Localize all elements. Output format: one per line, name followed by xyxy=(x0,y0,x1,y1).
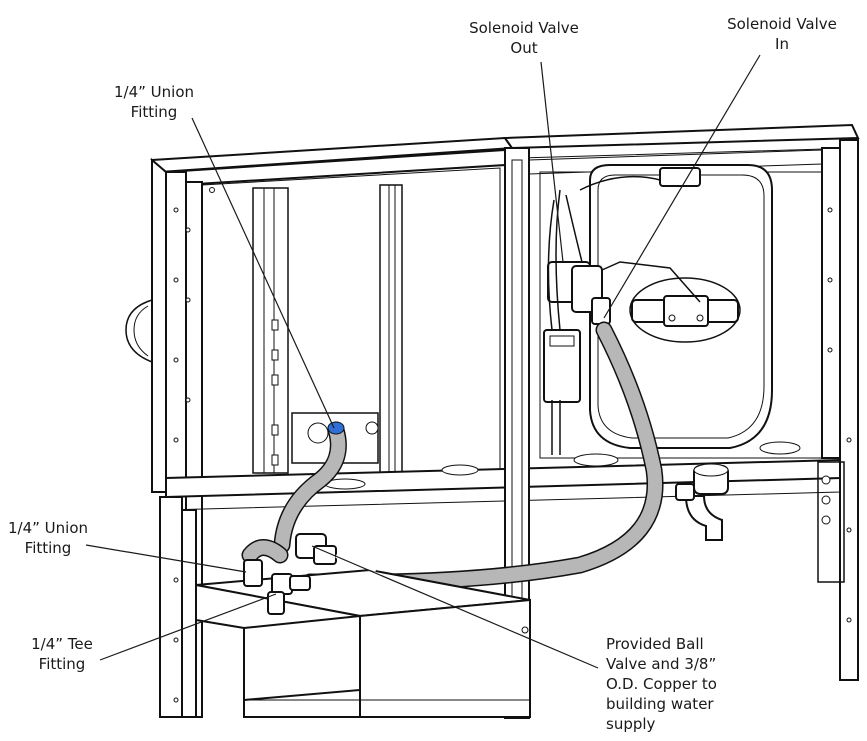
main-supply-hose xyxy=(241,321,664,591)
label-solenoid-valve-out-line2: Out xyxy=(510,39,538,57)
label-solenoid-valve-in-line1: Solenoid Valve xyxy=(727,15,837,33)
label-solenoid-valve-out-line1: Solenoid Valve xyxy=(469,19,579,37)
label-ball-valve-line2: Valve and 3/8” xyxy=(606,655,717,673)
label-union-fitting-left-line2: Fitting xyxy=(24,539,72,557)
label-solenoid-valve-out: Solenoid Valve Out xyxy=(458,18,590,58)
label-ball-valve-line4: building water xyxy=(606,695,714,713)
lower-box xyxy=(195,568,531,718)
leader-tee xyxy=(99,593,277,661)
label-union-fitting-top-line2: Fitting xyxy=(130,103,178,121)
label-union-fitting-left-line1: 1/4” Union xyxy=(7,519,89,537)
leader-solenoid-in xyxy=(603,54,761,319)
label-solenoid-valve-in: Solenoid Valve In xyxy=(716,14,848,54)
label-ball-valve-line3: O.D. Copper to xyxy=(606,675,717,693)
fittings xyxy=(243,533,377,615)
label-ball-valve-line1: Provided Ball xyxy=(606,635,704,653)
water-tank xyxy=(589,164,773,449)
label-union-fitting-left: 1/4” Union Fitting xyxy=(0,518,96,558)
label-union-fitting-top: 1/4” Union Fitting xyxy=(100,82,208,122)
drain-pipe xyxy=(675,463,729,541)
label-solenoid-valve-in-line2: In xyxy=(775,35,789,53)
label-tee-fitting-line1: 1/4” Tee xyxy=(31,635,93,653)
label-tee-fitting-line2: Fitting xyxy=(38,655,86,673)
label-union-fitting-top-line1: 1/4” Union xyxy=(113,83,195,101)
label-tee-fitting: 1/4” Tee Fitting xyxy=(20,634,104,674)
leader-union-top xyxy=(191,117,335,429)
leader-solenoid-out xyxy=(540,61,564,263)
leader-ball-valve xyxy=(311,545,599,669)
leader-lines xyxy=(85,54,761,669)
label-ball-valve-line5: supply xyxy=(606,715,656,733)
solenoid-valve-assembly xyxy=(543,175,701,455)
leader-union-left xyxy=(85,544,247,573)
label-ball-valve: Provided Ball Valve and 3/8” O.D. Copper… xyxy=(606,634,746,734)
